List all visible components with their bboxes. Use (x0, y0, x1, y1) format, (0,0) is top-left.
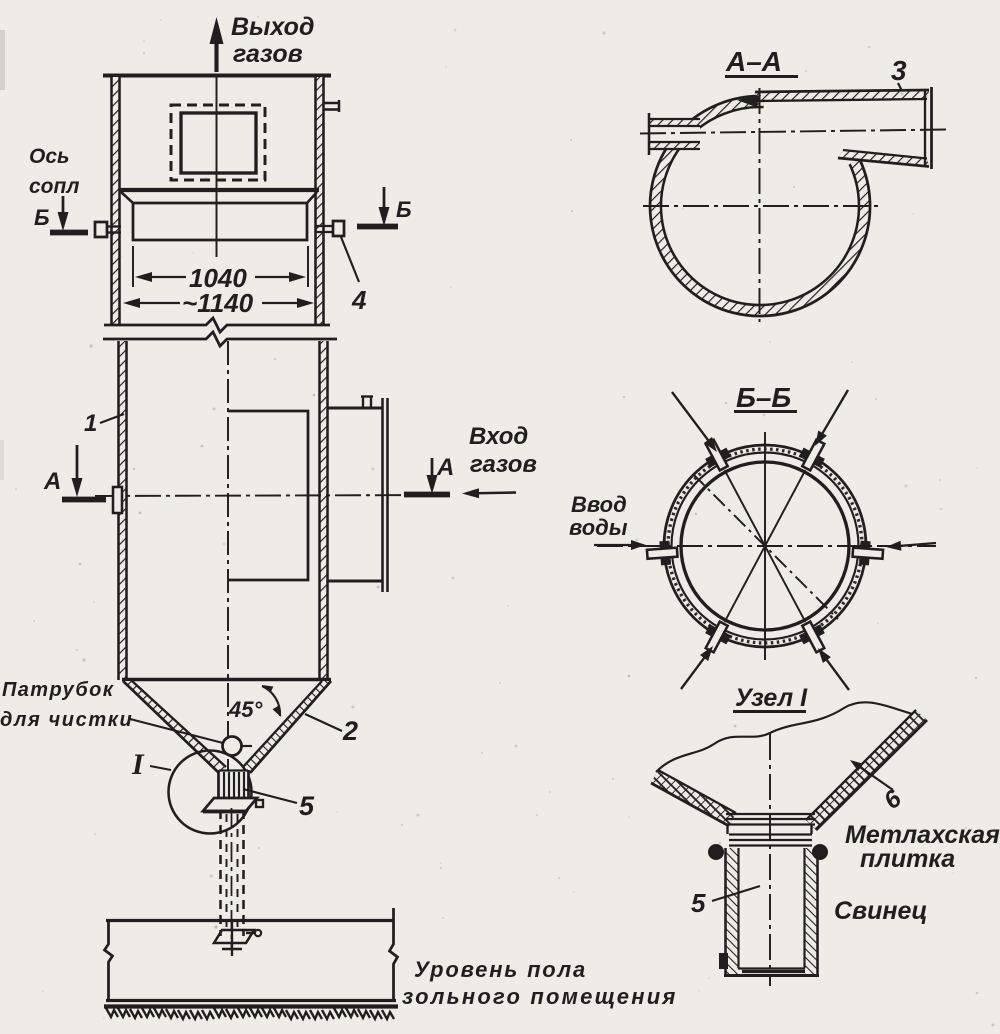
svg-text:45°: 45° (228, 697, 262, 722)
svg-text:Ввод: Ввод (571, 492, 627, 517)
svg-text:зольного помещения: зольного помещения (402, 984, 678, 1009)
svg-text:А–А: А–А (725, 46, 782, 77)
svg-text:1040: 1040 (189, 263, 247, 293)
svg-text:Выход: Выход (231, 13, 314, 41)
svg-text:Вход: Вход (469, 423, 528, 450)
svg-text:А: А (43, 468, 61, 495)
svg-text:I: I (131, 748, 145, 781)
svg-text:газов: газов (470, 451, 537, 478)
svg-text:3: 3 (891, 55, 907, 86)
svg-text:Б: Б (34, 205, 50, 230)
svg-text:воды: воды (569, 515, 628, 540)
svg-text:2: 2 (342, 716, 358, 746)
svg-text:Ось: Ось (29, 145, 69, 168)
svg-text:~1140: ~1140 (182, 288, 254, 318)
svg-text:А: А (436, 454, 454, 481)
svg-text:Патрубок: Патрубок (2, 679, 114, 701)
svg-text:сопл: сопл (29, 175, 79, 198)
svg-text:5: 5 (299, 791, 315, 821)
svg-text:Свинец: Свинец (834, 897, 928, 925)
svg-text:1: 1 (84, 410, 97, 437)
svg-text:Б–Б: Б–Б (736, 382, 791, 413)
svg-text:для чистки: для чистки (0, 709, 133, 731)
svg-text:плитка: плитка (860, 845, 955, 873)
svg-text:Узел I: Узел I (735, 684, 808, 712)
svg-text:Метлахская: Метлахская (845, 821, 1000, 849)
svg-text:5: 5 (691, 888, 706, 918)
svg-text:4: 4 (351, 285, 367, 315)
svg-text:Уровень пола: Уровень пола (414, 957, 587, 982)
svg-text:газов: газов (233, 40, 303, 68)
svg-text:Б: Б (396, 197, 412, 222)
